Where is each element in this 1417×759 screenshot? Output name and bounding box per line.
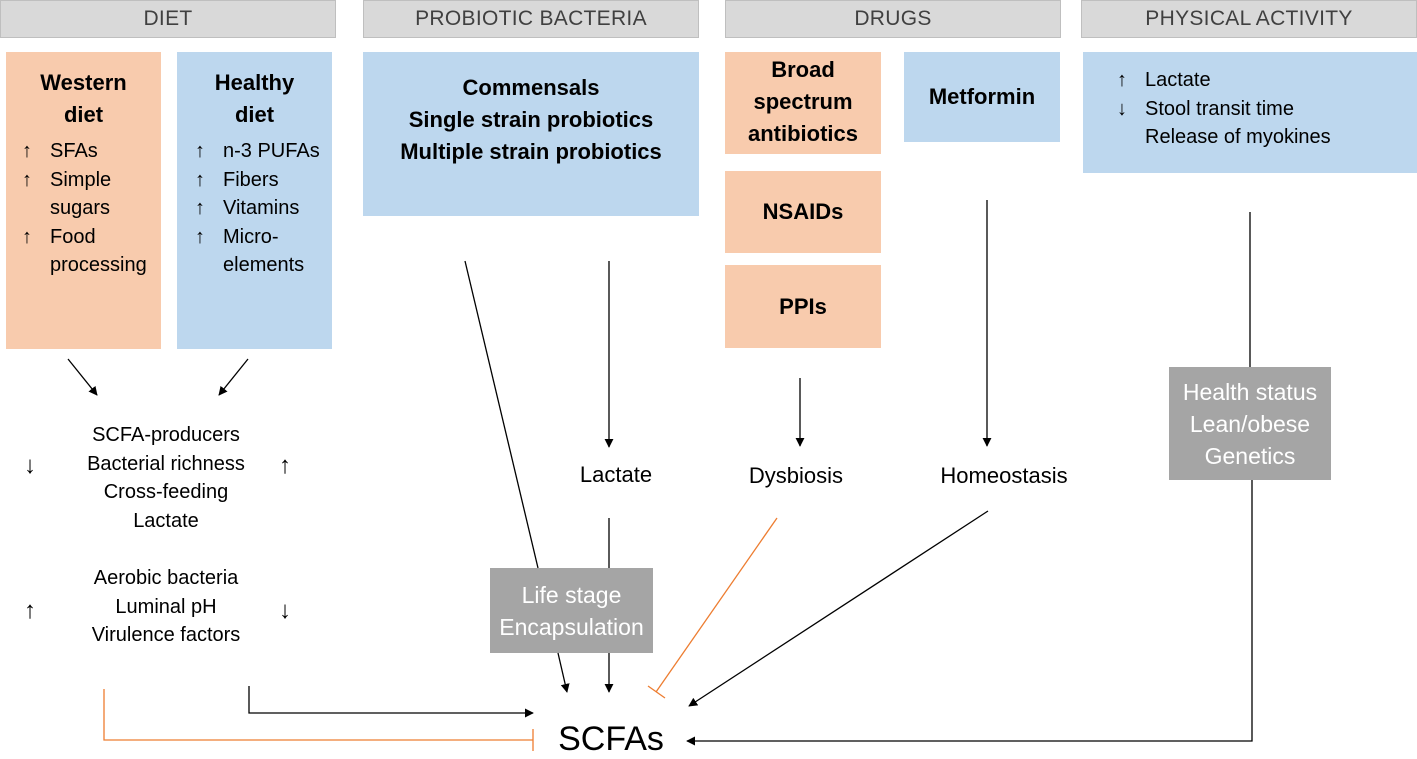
list-item: ↑n-3 PUFAs	[195, 140, 320, 162]
antibiotics-box: Broad spectrum antibiotics	[725, 52, 881, 154]
metformin-box: Metformin	[904, 52, 1060, 142]
ppis-box: PPIs	[725, 265, 881, 348]
inhibition-dysbiosis-to-scfas	[655, 517, 778, 693]
scfas-label: SCFAs	[558, 720, 664, 758]
health-status-box: Health status Lean/obese Genetics	[1169, 367, 1331, 480]
list-item: ↑Micro-elements	[195, 225, 305, 277]
header-physical-activity: PHYSICAL ACTIVITY	[1081, 0, 1417, 38]
physical-activity-box: ↑Lactate ↓Stool transit time Release of …	[1083, 52, 1417, 173]
inhibition-diet-to-scfas	[103, 689, 533, 741]
dysbiosis-label: Dysbiosis	[748, 463, 844, 488]
life-stage-box: Life stage Encapsulation	[490, 568, 653, 653]
up-arrow-icon: ↑	[24, 597, 36, 624]
list-item: Release of myokines	[1145, 126, 1331, 148]
physical-activity-list: ↑Lactate ↓Stool transit time Release of …	[1117, 66, 1417, 152]
antibiotics-label: Broad spectrum antibiotics	[747, 57, 858, 146]
list-item: ↑Lactate	[1117, 69, 1211, 91]
arrow-western-to-effects	[67, 358, 98, 396]
header-diet: DIET	[0, 0, 336, 38]
diet-effects-group2: Aerobic bacteria Luminal pH Virulence fa…	[91, 567, 241, 646]
list-item: ↓Stool transit time	[1117, 97, 1294, 120]
inhibition-dysbiosis-bar	[647, 685, 666, 699]
list-item: ↑SFAs	[22, 140, 98, 162]
nsaids-box: NSAIDs	[725, 171, 881, 253]
probiotics-list: Commensals Single strain probiotics Mult…	[400, 75, 662, 164]
header-drugs: DRUGS	[725, 0, 1061, 38]
nsaids-label: NSAIDs	[762, 199, 844, 224]
diet-effects-group1: SCFA-producers Bacterial richness Cross-…	[87, 424, 245, 532]
probiotics-box: Commensals Single strain probiotics Mult…	[363, 52, 699, 216]
homeostasis-label: Homeostasis	[940, 463, 1068, 488]
list-item: ↑Vitamins	[195, 197, 300, 219]
arrow-probiotics-to-scfas	[464, 260, 539, 569]
down-arrow-icon: ↓	[279, 597, 291, 624]
arrow-homeostasis-to-scfas	[688, 510, 989, 707]
arrow-healthy-to-effects	[218, 358, 249, 396]
arrow-activity-to-scfas	[686, 480, 1253, 746]
ppis-label: PPIs	[779, 293, 827, 319]
healthy-diet-list: ↑n-3 PUFAs ↑Fibers ↑Vitamins ↑Micro-elem…	[177, 131, 332, 280]
arrow-lifestage-to-scfas	[557, 652, 570, 693]
list-item: ↑Fibers	[195, 168, 279, 191]
arrow-diet-to-scfas	[248, 686, 534, 718]
metformin-label: Metformin	[928, 84, 1036, 109]
up-arrow-icon: ↑	[279, 452, 291, 479]
down-arrow-icon: ↓	[24, 452, 36, 479]
lactate-label: Lactate	[579, 462, 653, 487]
header-probiotic-bacteria: PROBIOTIC BACTERIA	[363, 0, 699, 38]
